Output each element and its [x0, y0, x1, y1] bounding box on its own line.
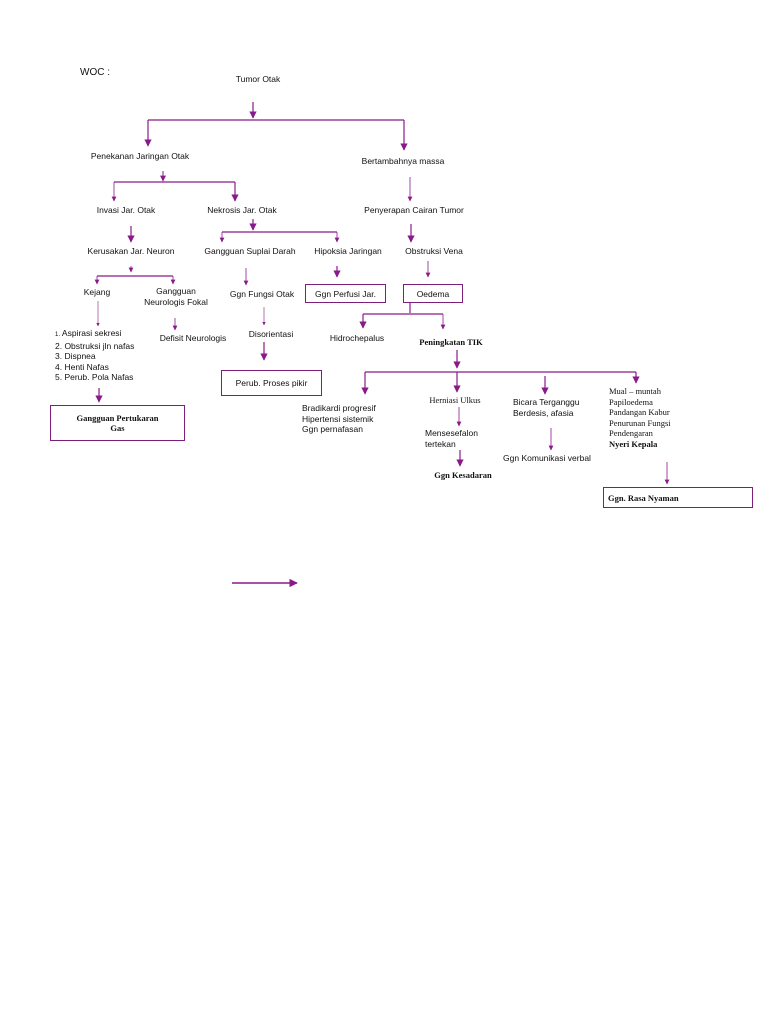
bradikardi-line: Ggn pernafasan — [302, 424, 363, 434]
node-nyeri-kepala: Nyeri Kepala — [609, 438, 658, 449]
node-perub-proses-pikir: Perub. Proses pikir — [221, 370, 322, 396]
gangguan-neuro-line: Gangguan — [156, 286, 196, 296]
node-obstruksi-vena: Obstruksi Vena — [405, 246, 463, 256]
gangguan-neuro-line: Neurologis Fokal — [144, 296, 208, 307]
node-gangguan-pertukaran-gas: Gangguan Pertukaran Gas — [50, 405, 185, 441]
node-peningkatan-tik: Peningkatan TIK — [419, 337, 483, 347]
node-ggn-fungsi-otak: Ggn Fungsi Otak — [229, 289, 295, 299]
node-kerusakan-jar-neuron: Kerusakan Jar. Neuron — [87, 246, 175, 256]
mensesefalon-line: Mensesefalon — [425, 428, 478, 438]
kejang-list-line: 1. Aspirasi sekresi — [55, 328, 122, 338]
node-kejang-list: 1. Aspirasi sekresi 2. Obstruksi jln naf… — [55, 328, 134, 383]
node-bradikardi-group: Bradikardi progresif Hipertensi sistemik… — [302, 403, 376, 435]
node-herniasi-ulkus: Herniasi Ulkus — [429, 395, 481, 405]
node-oedema: Oedema — [403, 284, 463, 303]
node-hidrochepalus: Hidrochepalus — [329, 333, 385, 343]
kejang-list-line: 5. Perub. Pola Nafas — [55, 372, 134, 382]
node-mual-group: Mual – muntah Papiloedema Pandangan Kabu… — [609, 386, 671, 450]
kejang-list-line: 3. Dispnea — [55, 351, 96, 361]
node-ggn-komunikasi-verbal: Ggn Komunikasi verbal — [503, 453, 591, 463]
bradikardi-line: Hipertensi sistemik — [302, 413, 374, 424]
mual-line: Mual – muntah — [609, 386, 661, 396]
woc-label: WOC : — [80, 67, 110, 78]
bicara-line: Bicara Terganggu — [513, 397, 580, 407]
node-penyerapan-cairan-tumor: Penyerapan Cairan Tumor — [364, 205, 464, 215]
mual-line: Penurunan Fungsi — [609, 417, 671, 428]
node-penekanan-jaringan-otak: Penekanan Jaringan Otak — [90, 151, 190, 161]
node-hipoksia-jaringan: Hipoksia Jaringan — [314, 246, 382, 256]
node-tumor-otak: Tumor Otak — [235, 74, 281, 84]
kejang-list-line: 4. Henti Nafas — [55, 361, 109, 372]
kejang-list-line: 2. Obstruksi jln nafas — [55, 340, 135, 351]
mual-line: Papiloedema — [609, 396, 653, 407]
gangguan-pertukaran-line: Gas — [110, 423, 125, 433]
node-bertambahnya-massa: Bertambahnya massa — [361, 156, 445, 166]
gangguan-pertukaran-line: Gangguan Pertukaran — [76, 413, 159, 423]
mual-line: Pandangan Kabur — [609, 407, 670, 418]
node-ggn-kesadaran: Ggn Kesadaran — [434, 470, 492, 480]
node-invasi-jar-otak: Invasi Jar. Otak — [96, 205, 156, 215]
node-ggn-perfusi-jar: Ggn Perfusi Jar. — [305, 284, 386, 303]
kejang-list-marker: 1. — [55, 332, 61, 338]
node-mensesefalon-tertekan: Mensesefalon tertekan — [425, 428, 478, 449]
node-nekrosis-jar-otak: Nekrosis Jar. Otak — [207, 205, 277, 215]
node-disorientasi: Disorientasi — [248, 329, 294, 339]
node-ggn-rasa-nyaman: Ggn. Rasa Nyaman — [603, 487, 753, 508]
mual-line: Pendengaran — [609, 428, 653, 439]
bicara-line: Berdesis, afasia — [513, 407, 574, 418]
mensesefalon-line: tertekan — [425, 438, 456, 449]
node-defisit-neurologis: Defisit Neurologis — [159, 333, 227, 343]
bradikardi-line: Bradikardi progresif — [302, 403, 376, 413]
node-bicara-terganggu: Bicara Terganggu Berdesis, afasia — [513, 397, 579, 418]
node-gangguan-suplai-darah: Gangguan Suplai Darah — [204, 246, 296, 256]
node-kejang: Kejang — [83, 287, 111, 297]
node-gangguan-neurologis-fokal: Gangguan Neurologis Fokal — [144, 286, 208, 307]
